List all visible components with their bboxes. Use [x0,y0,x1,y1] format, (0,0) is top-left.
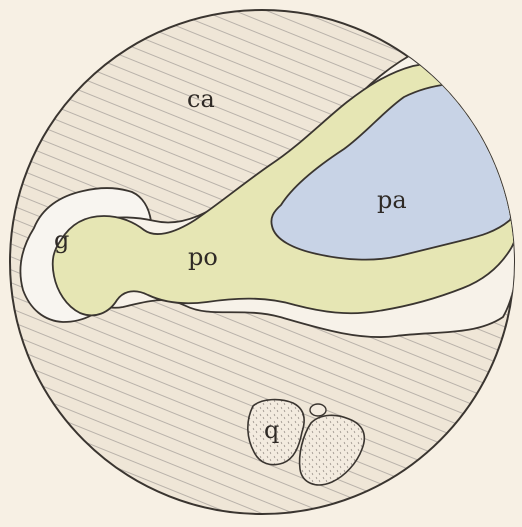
label-ca: ca [187,85,215,113]
label-pa: pa [377,186,407,214]
label-po: po [188,243,218,271]
small-quartz-grain [310,404,326,416]
label-g: g [54,226,69,254]
label-q: q [264,416,279,444]
